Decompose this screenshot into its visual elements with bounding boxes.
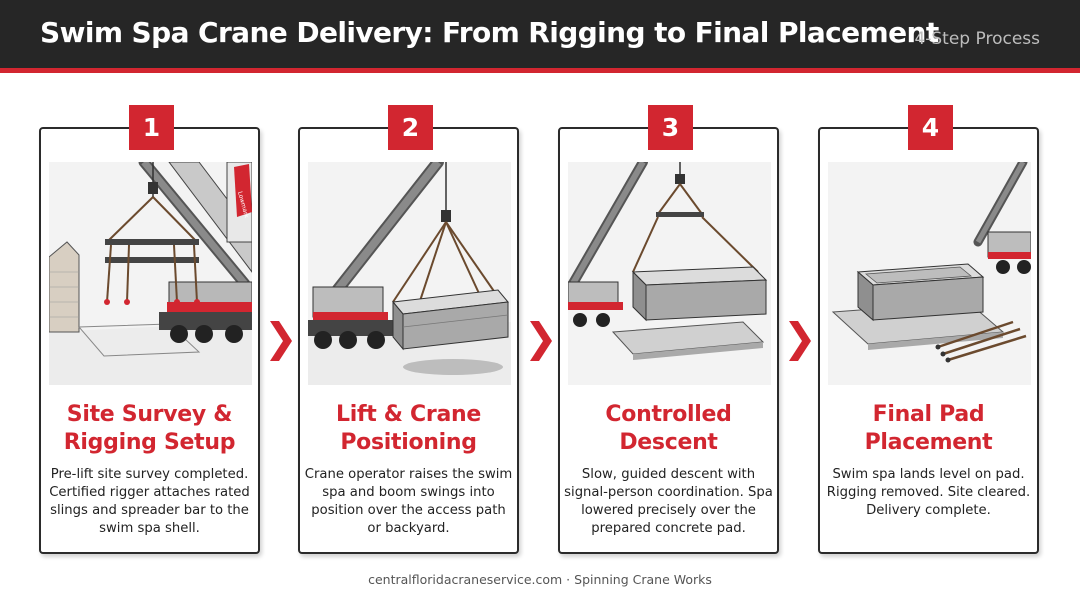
step-title: Site Survey & Rigging Setup: [63, 402, 236, 455]
chevron-right-icon: [789, 321, 811, 361]
step-number-badge: 3: [648, 105, 693, 150]
page-subtitle: 4-Step Process: [914, 29, 1040, 49]
step-card-4: 4 Final Pad Placement Swim spa land: [818, 105, 1039, 554]
page-title: Swim Spa Crane Delivery: From Rigging to…: [40, 16, 939, 49]
step-number-badge: 2: [388, 105, 433, 150]
step-card-2: 2 Lift & Crane Positioning: [298, 105, 519, 554]
step-card-1: 1 Lowmark: [39, 105, 260, 554]
step-title: Controlled Descent: [605, 402, 732, 455]
header-bar: Swim Spa Crane Delivery: From Rigging to…: [0, 0, 1080, 73]
crane-lifting-illustration: [308, 162, 511, 385]
footer-credit: centralfloridacraneservice.com · Spinnin…: [368, 572, 712, 587]
step-number-badge: 1: [129, 105, 174, 150]
step-description: Slow, guided descent with signal-person …: [564, 467, 773, 536]
chevron-right-icon: [530, 321, 552, 361]
step-number-badge: 4: [908, 105, 953, 150]
rigging-setup-illustration: Lowmark: [49, 162, 252, 385]
chevron-right-icon: [270, 321, 292, 361]
final-placement-illustration: [828, 162, 1031, 385]
step-title: Lift & Crane Positioning: [336, 402, 481, 455]
controlled-descent-illustration: [568, 162, 771, 385]
step-description: Swim spa lands level on pad. Rigging rem…: [826, 467, 1031, 518]
step-card-3: 3 Controlled Descent Slow, guided d: [558, 105, 779, 554]
step-description: Crane operator raises the swim spa and b…: [304, 467, 513, 536]
step-description: Pre-lift site survey completed. Certifie…: [49, 467, 250, 536]
step-title: Final Pad Placement: [864, 402, 993, 455]
